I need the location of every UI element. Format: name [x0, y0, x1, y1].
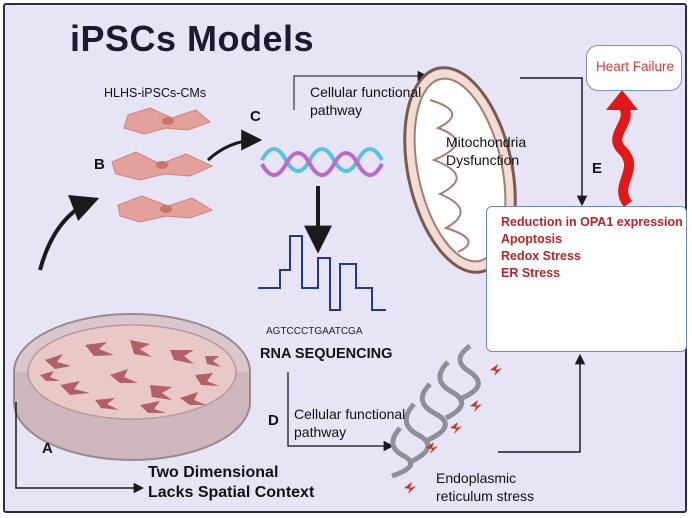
sequencing-signal-icon [258, 235, 386, 311]
effects-box: Reduction in OPA1 expression Apoptosis R… [486, 206, 687, 352]
dish-to-cells-arrow [38, 194, 100, 271]
heart-failure-box: Heart Failure [586, 45, 682, 91]
er-stress-lightning-icon [404, 364, 502, 494]
pathway-top-line2: pathway [310, 102, 363, 118]
pathway-bottom-arrow [287, 372, 395, 452]
label-b: B [94, 156, 105, 173]
label-a: A [42, 440, 53, 457]
heart-failure-arrow-icon [612, 100, 635, 208]
mito-line1: Mitochondria [446, 134, 527, 150]
effect-item: ER Stress [501, 266, 561, 280]
label-e: E [592, 160, 603, 177]
petri-dish-icon [13, 313, 251, 461]
rna-sequencing-label: RNA SEQUENCING [260, 346, 393, 362]
effect-item: Redox Stress [501, 249, 581, 263]
label-c: C [250, 108, 261, 125]
cell-label: HLHS-iPSCs-CMs [104, 86, 207, 100]
pathway-bottom-line1: Cellular functional [294, 406, 406, 422]
sequence-text: AGTCCCTGAATCGA [266, 326, 363, 337]
pathway-bottom-line2: pathway [294, 424, 347, 440]
heart-failure-label: Heart Failure [595, 59, 675, 74]
pathway-top-arrow [293, 70, 429, 110]
rna-wave-icon [260, 147, 384, 177]
er-line1: Endoplasmic [436, 470, 517, 486]
er-to-effects-arrow [498, 353, 586, 453]
mito-to-effects-arrow [520, 77, 588, 207]
limitations-arrow [15, 402, 145, 494]
effect-item: Reduction in OPA1 expression [501, 215, 683, 229]
endoplasmic-reticulum-icon [390, 343, 481, 479]
pathway-top-line1: Cellular functional [310, 84, 422, 100]
heart-failure-arrowhead-icon [606, 90, 638, 110]
effect-item: Apoptosis [501, 232, 563, 246]
cells-to-rna-arrow [206, 129, 263, 162]
mito-line2: Dysfunction [446, 152, 520, 168]
limitations-line2: Lacks Spatial Context [148, 484, 315, 501]
cell-nuclei-icon [156, 117, 174, 213]
er-line2: reticulum stress [436, 488, 535, 504]
label-d: D [268, 412, 279, 429]
limitations-line1: Two Dimensional [148, 464, 279, 481]
page-title: iPSCs Models [70, 18, 315, 59]
